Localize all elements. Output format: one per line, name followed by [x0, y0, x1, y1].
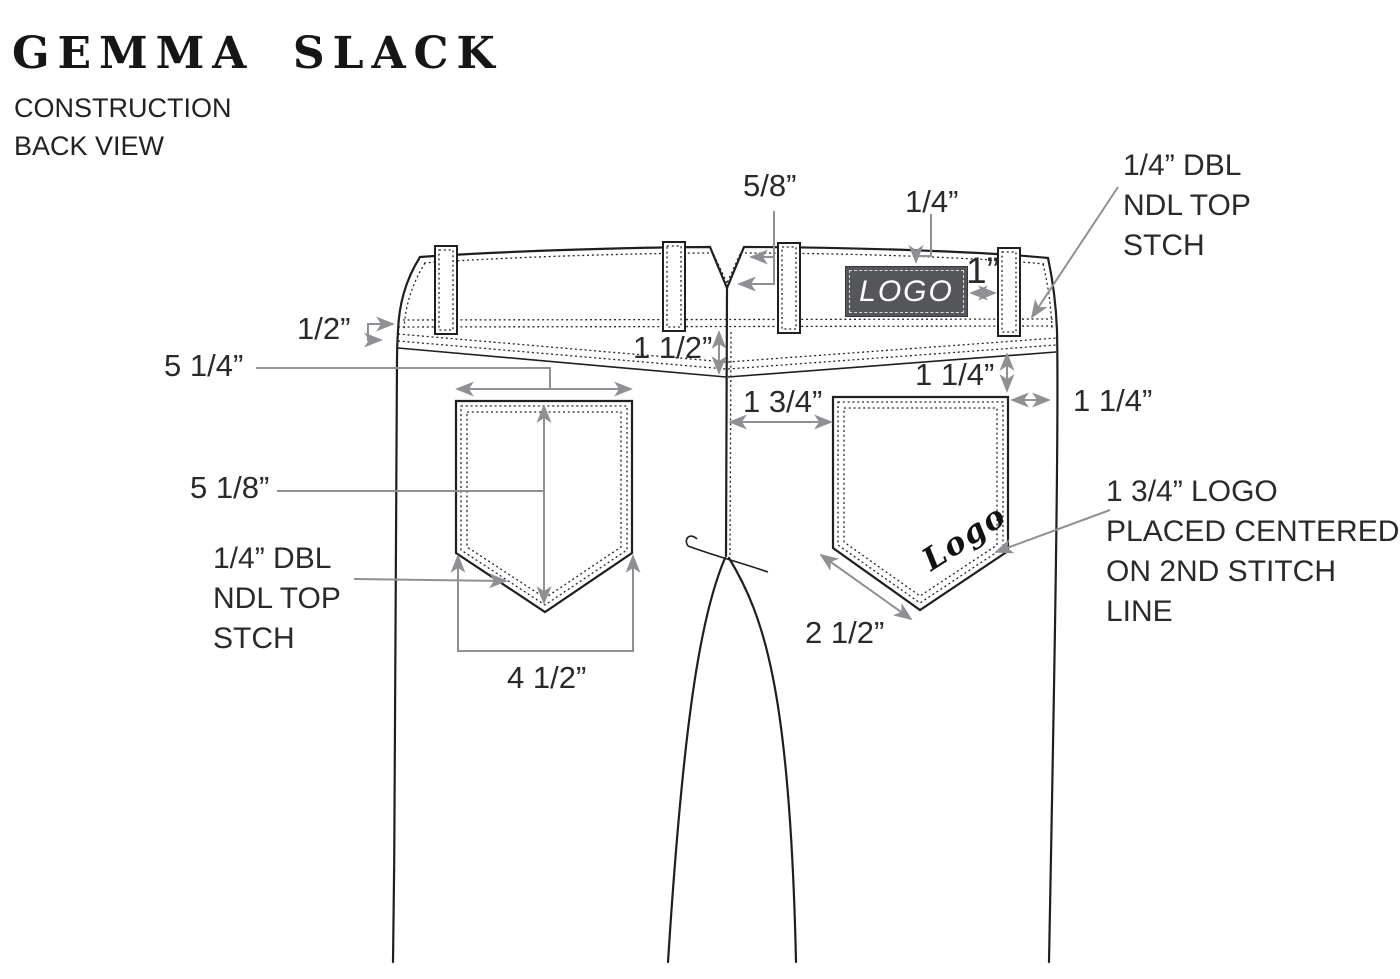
left-inseam	[666, 556, 727, 964]
leader-topstitch-right	[1030, 186, 1119, 319]
dim-pocket-to-cb: 1 3/4”	[743, 384, 823, 419]
left-side-seam	[391, 329, 400, 964]
dim-logo-to-beltloop: 1”	[966, 250, 999, 291]
brand-title: GEMMA SLACK	[12, 28, 503, 79]
belt-loop	[434, 245, 458, 335]
dim-pocket-bottom-width: 4 1/2”	[507, 660, 587, 695]
right-patch-pocket	[831, 395, 1010, 612]
subtitle-back-view: BACK VIEW	[14, 131, 165, 161]
dimension-arrows	[256, 186, 1119, 652]
center-back-stitch	[729, 331, 732, 557]
center-back-seam	[724, 286, 729, 558]
leader-pocket-width	[256, 367, 551, 388]
dim-pocket-bottom-edge: 2 1/2”	[805, 615, 885, 650]
belt-loop	[777, 242, 801, 334]
waistband-bottom-stitch	[397, 318, 1057, 328]
garment-outline	[391, 245, 1059, 964]
dim-logo-to-waistband: 1/4”	[905, 184, 959, 219]
leader-topstitch-left	[353, 573, 508, 589]
waistband-top-stitch	[423, 252, 1045, 265]
right-side-seam	[1047, 328, 1059, 964]
dim-pocket-to-side-seam: 1 1/4”	[1073, 383, 1153, 418]
leader-logo-placement	[994, 509, 1111, 554]
patch-logo-text: LOGO	[859, 274, 954, 308]
topstitching	[397, 252, 1057, 557]
note-topstitch-right: 1/4” DBL NDL TOP STCH	[1123, 149, 1251, 262]
dim-left-pocket-length: 5 1/8”	[190, 470, 270, 505]
dim-cb-notch: 5/8”	[743, 168, 797, 203]
belt-loop	[997, 247, 1021, 337]
dim-cb-yoke-depth: 1 1/2”	[633, 330, 713, 365]
arrow-pocket-edge	[819, 553, 913, 621]
bracket-pocket-bottom-width	[450, 554, 641, 652]
bracket-half-inch	[368, 323, 393, 341]
right-inseam	[727, 556, 798, 964]
leader-logo-gap	[908, 214, 932, 264]
note-logo-placement: 1 3/4” LOGO PLACED CENTERED ON 2ND STITC…	[1106, 475, 1400, 628]
yoke-stitch-right	[727, 337, 1057, 370]
patch-stitch-border	[849, 270, 964, 313]
yoke-stitch-left	[397, 333, 727, 370]
waistband-logo-patch: LOGO	[845, 266, 968, 317]
note-topstitch-left: 1/4” DBL NDL TOP STCH	[213, 542, 341, 655]
leader-cb-notch	[737, 211, 775, 292]
waistband-end-stitch	[403, 262, 1053, 331]
dim-waistband-edge: 1/2”	[297, 311, 351, 346]
dim-left-pocket-width: 5 1/4”	[164, 348, 244, 383]
subtitle-construction: CONSTRUCTION	[14, 93, 232, 123]
yoke-seam-left	[397, 347, 727, 378]
dim-pocket-to-yoke: 1 1/4”	[915, 357, 995, 392]
waistband-right-end	[1046, 256, 1059, 332]
notch-edge-stitch	[713, 253, 741, 284]
belt-loops	[434, 241, 1021, 337]
belt-loop	[662, 241, 686, 332]
